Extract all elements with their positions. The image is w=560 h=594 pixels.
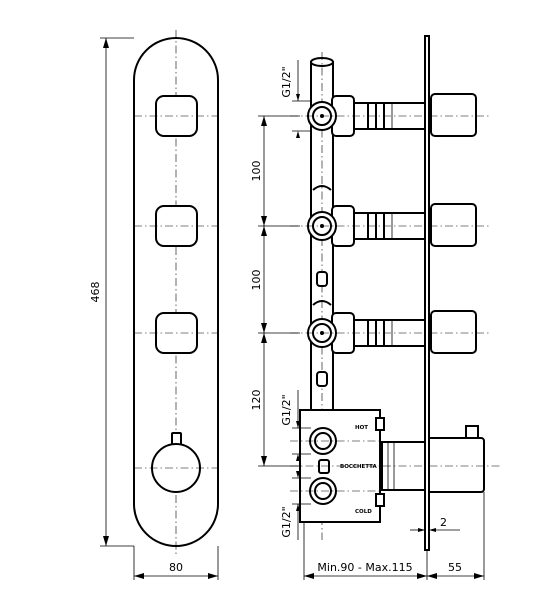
- height-dimension: 468: [89, 37, 134, 547]
- spout-label: BOCCHETTA: [340, 464, 378, 470]
- square-knob-2: [134, 205, 218, 247]
- valve-cartridge-2: [290, 203, 490, 247]
- protrusion-label: 55: [448, 561, 462, 574]
- thread-callout-top: G1/2": [280, 60, 311, 138]
- spacing-bottom-label: 120: [250, 390, 263, 411]
- wall-plate: [424, 35, 430, 551]
- thread-top-label: G1/2": [280, 66, 293, 97]
- wall-depth-label: Min.90 - Max.115: [317, 561, 412, 574]
- mixer-body: HOT BOCCHETTA COLD: [290, 409, 500, 523]
- square-knob-3: [134, 312, 218, 354]
- thread-bottom-label: G1/2": [280, 506, 293, 537]
- valve-cartridge-3: [290, 310, 490, 354]
- plate-thickness-label: 2: [440, 516, 447, 529]
- height-dimension-label: 468: [89, 282, 102, 303]
- round-mixer-knob: [134, 432, 218, 493]
- cold-label: COLD: [355, 509, 372, 515]
- front-view: 468 80: [89, 30, 219, 580]
- width-dimension: 80: [133, 546, 219, 580]
- spacing-dimensions: 100 100 120: [250, 115, 300, 467]
- square-knob-1: [134, 95, 218, 137]
- side-view: HOT BOCCHETTA COLD G1/2" G1/2": [250, 35, 500, 580]
- thread-callout-middle: G1/2": [280, 390, 311, 461]
- pipe-port-2: [316, 371, 328, 387]
- spacing-top-label: 100: [250, 161, 263, 182]
- thread-callout-bottom: G1/2": [280, 471, 311, 540]
- pipe-port-1: [316, 271, 328, 287]
- depth-dimensions: Min.90 - Max.115 55: [303, 492, 485, 580]
- valve-cartridge-1: [290, 93, 490, 137]
- hot-label: HOT: [355, 425, 368, 431]
- plate-thickness-dimension: 2: [410, 516, 460, 532]
- width-dimension-label: 80: [169, 561, 183, 574]
- spacing-middle-label: 100: [250, 270, 263, 291]
- thread-middle-label: G1/2": [280, 394, 293, 425]
